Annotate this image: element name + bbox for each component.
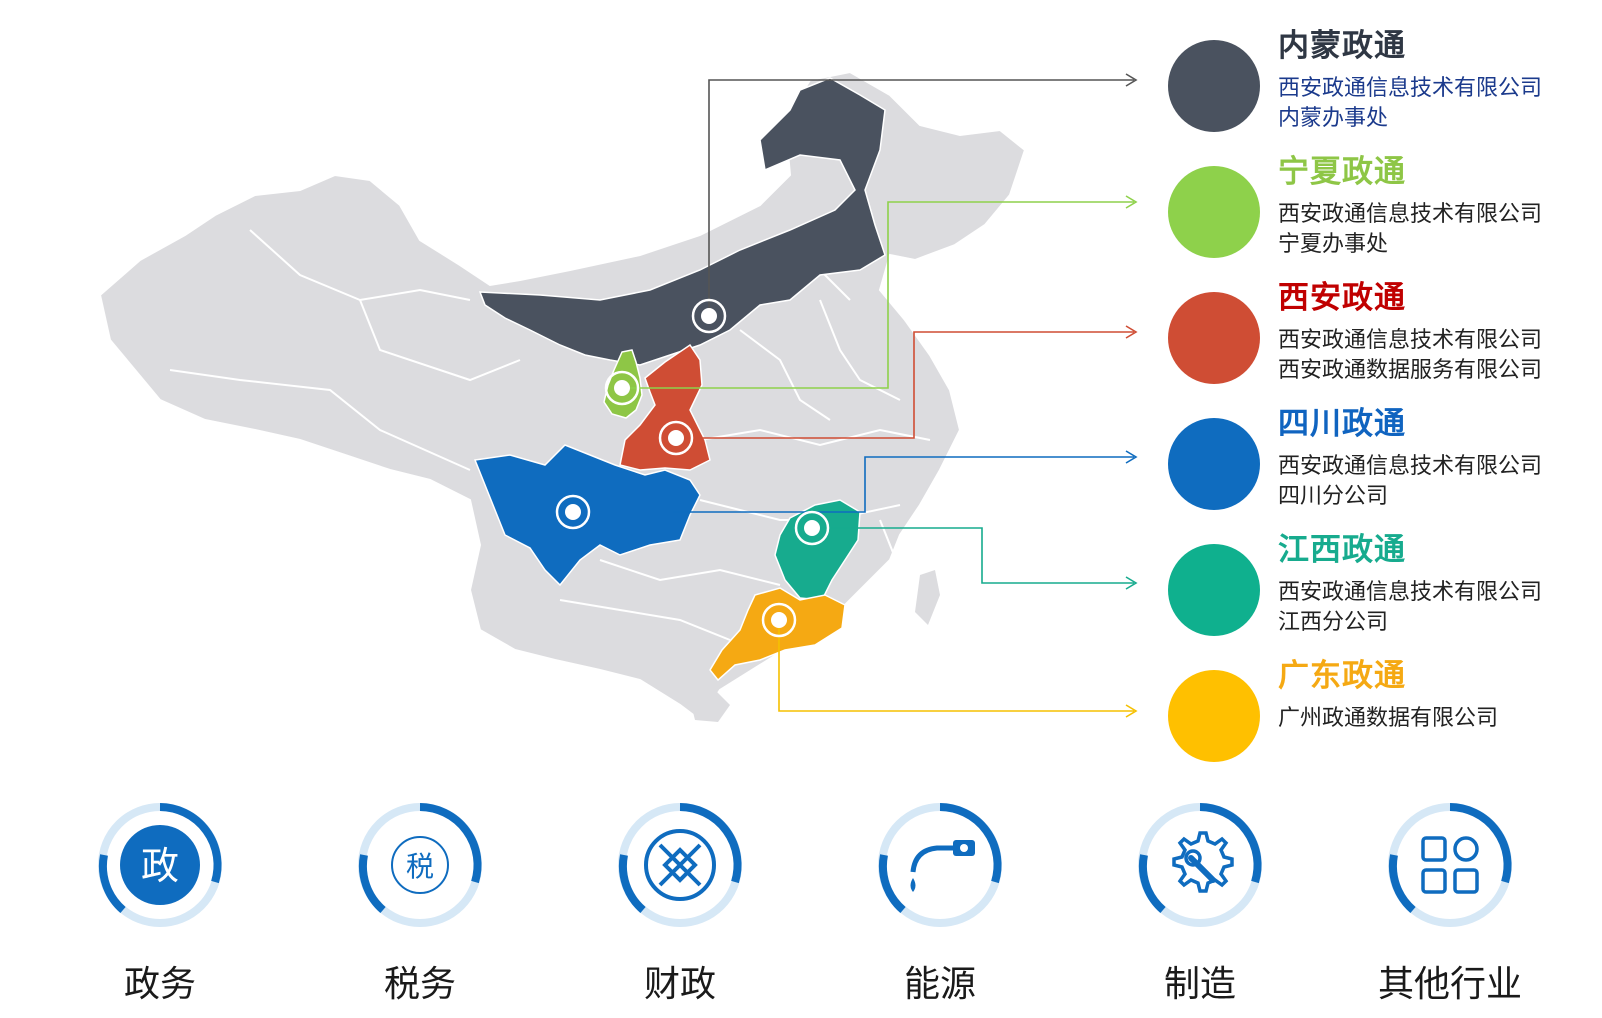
industry-label: 政务 [123, 964, 196, 1005]
apps-grid-icon [1388, 803, 1512, 927]
industry-nengyuan[interactable]: 能源 [850, 800, 1030, 1010]
legend-item-guangdong: 广东政通 广州政通数据有限公司 [1168, 650, 1588, 762]
legend-item-xian: 西安政通 西安政通信息技术有限公司 西安政通数据服务有限公司 [1168, 272, 1588, 384]
industry-label: 制造 [1163, 964, 1236, 1005]
legend-dot [1168, 418, 1260, 510]
legend-title: 西安政通 [1278, 280, 1406, 316]
legend-office: 内蒙办事处 [1278, 106, 1389, 131]
legend-dot [1168, 40, 1260, 132]
legend-title: 四川政通 [1278, 406, 1406, 442]
shui-badge-icon: 税 [358, 803, 482, 927]
legend-company: 西安政通信息技术有限公司 [1278, 202, 1543, 227]
legend-dot [1168, 670, 1260, 762]
industry-label: 财政 [643, 964, 716, 1005]
zheng-badge-icon: 政 [98, 803, 222, 927]
legend-dot [1168, 544, 1260, 636]
legend-office: 宁夏办事处 [1278, 232, 1389, 257]
legend-title: 宁夏政通 [1278, 154, 1406, 190]
connector-sichuan [673, 456, 1134, 513]
region-neimeng [478, 77, 886, 366]
legend-dot [1168, 292, 1260, 384]
taiwan-region [915, 570, 940, 625]
gear-wrench-icon [1138, 803, 1262, 927]
svg-text:税: 税 [406, 850, 434, 883]
legend-company: 广州政通数据有限公司 [1278, 706, 1499, 731]
svg-text:政: 政 [141, 844, 179, 888]
industry-caizheng[interactable]: 财政 [590, 800, 770, 1010]
legend-title: 广东政通 [1278, 658, 1406, 694]
marker-neimeng [691, 298, 727, 334]
marker-xian [658, 420, 694, 456]
legend-item-sichuan: 四川政通 西安政通信息技术有限公司 四川分公司 [1168, 398, 1588, 510]
industry-label: 其他行业 [1377, 964, 1522, 1005]
marker-jiangxi [794, 510, 830, 546]
legend-company: 西安政通信息技术有限公司 [1278, 76, 1543, 101]
marker-sichuan [555, 494, 591, 530]
fuel-nozzle-icon [878, 803, 1002, 927]
legend-item-jiangxi: 江西政通 西安政通信息技术有限公司 江西分公司 [1168, 524, 1588, 636]
legend-company: 西安政通信息技术有限公司 [1278, 580, 1543, 605]
legend-company: 西安政通信息技术有限公司 [1278, 328, 1543, 353]
connector-neimeng [708, 79, 1134, 316]
legend-dot [1168, 166, 1260, 258]
industry-zhengwu[interactable]: 政 政务 [70, 800, 250, 1010]
industry-label: 税务 [383, 964, 456, 1005]
legend-office: 江西分公司 [1278, 610, 1389, 635]
industry-shuiwu[interactable]: 税 税务 [330, 800, 510, 1010]
legend-item-neimeng: 内蒙政通 西安政通信息技术有限公司 内蒙办事处 [1168, 20, 1588, 132]
legend-company: 西安政通信息技术有限公司 [1278, 454, 1543, 479]
industry-zhizao[interactable]: 制造 [1110, 800, 1290, 1010]
hainan-region [690, 690, 730, 722]
legend-title: 内蒙政通 [1278, 28, 1406, 64]
connector-lines [622, 79, 1134, 712]
marker-ningxia [604, 370, 640, 406]
connector-ningxia [622, 201, 1134, 389]
connector-guangdong [778, 620, 1134, 712]
legend-office: 四川分公司 [1278, 484, 1389, 509]
industry-label: 能源 [903, 964, 976, 1005]
legend-title: 江西政通 [1278, 532, 1406, 568]
marker-guangdong [761, 602, 797, 638]
region-guangdong [709, 587, 846, 682]
finance-icon [618, 803, 742, 927]
connector-xian [676, 331, 1134, 439]
connector-jiangxi [812, 527, 1134, 584]
connector-arrows [1125, 73, 1138, 718]
industry-qita[interactable]: 其他行业 [1360, 800, 1540, 1010]
china-map [98, 70, 1138, 722]
china-base-region [98, 70, 1027, 722]
location-markers [555, 298, 830, 638]
legend-office: 西安政通数据服务有限公司 [1278, 358, 1543, 383]
legend-item-ningxia: 宁夏政通 西安政通信息技术有限公司 宁夏办事处 [1168, 146, 1588, 258]
